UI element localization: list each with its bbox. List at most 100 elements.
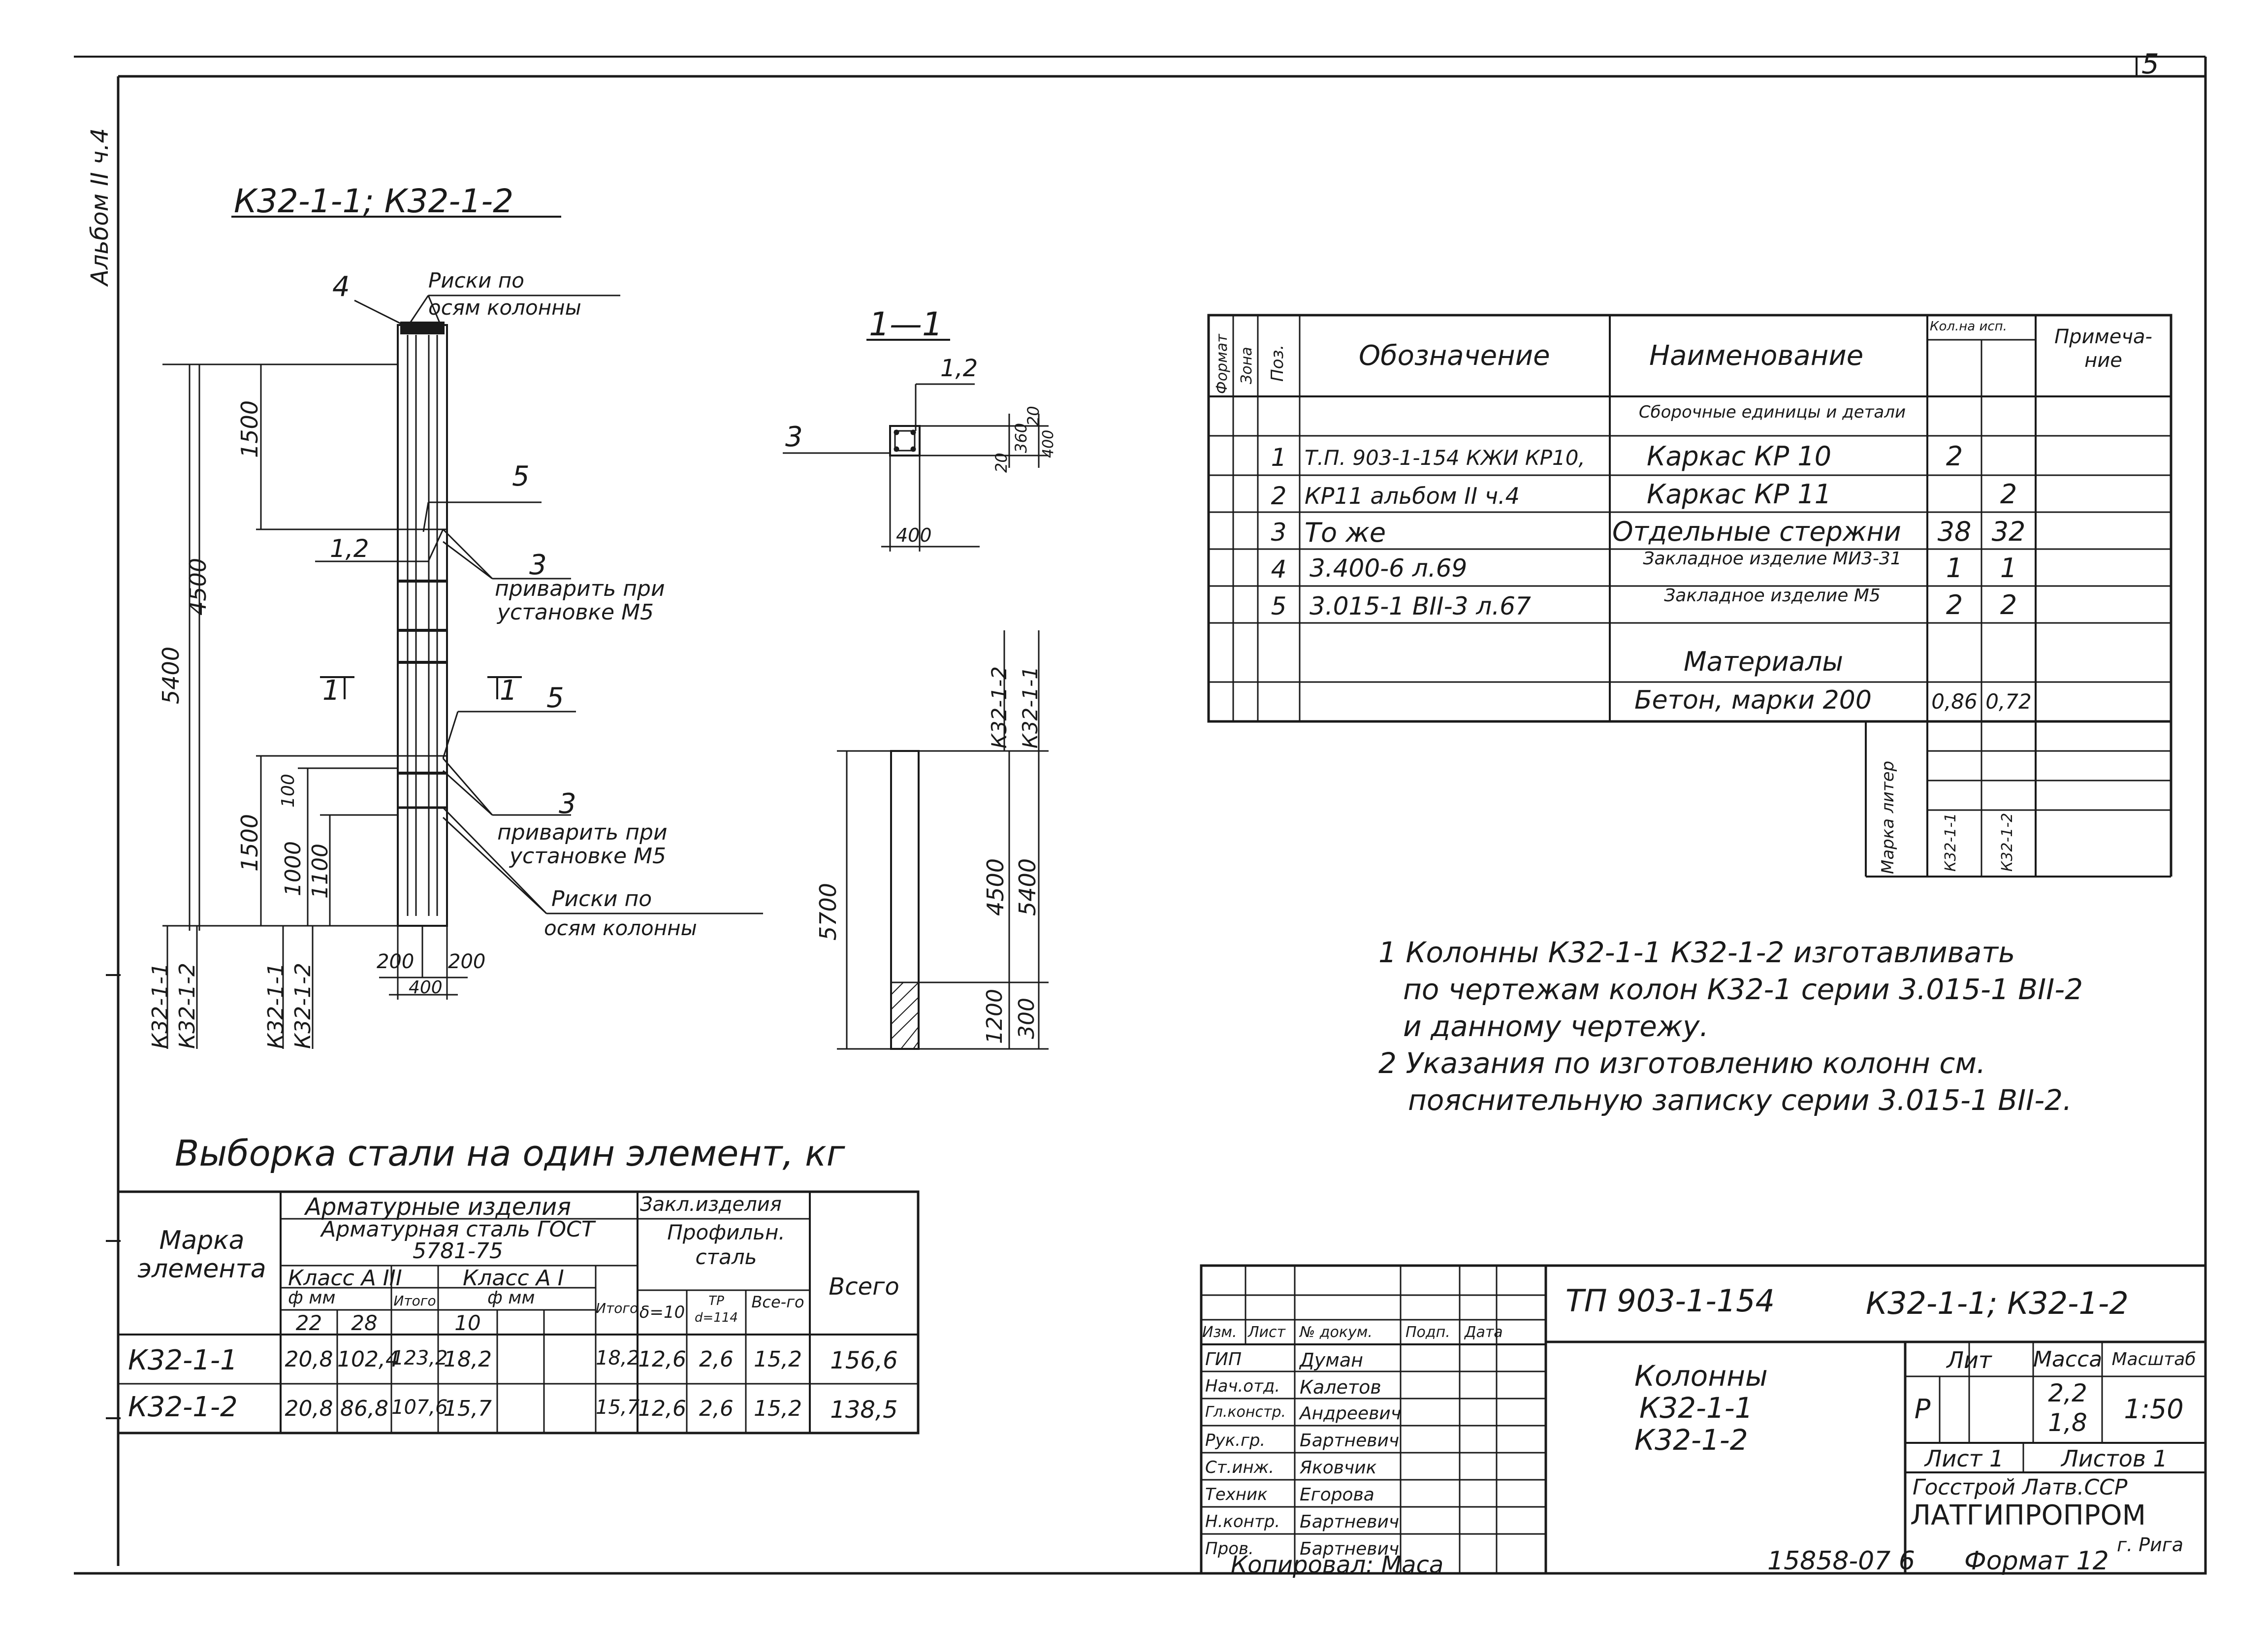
steel-h-class-a3: Класс А III <box>288 1266 402 1291</box>
spec-section-title: Сборочные единицы и детали <box>1638 402 1906 422</box>
side-dim-4500: 4500 <box>982 858 1009 916</box>
elev-mark-3-top: 3 <box>529 549 547 581</box>
tb-name-5: Яковчик <box>1300 1458 1377 1478</box>
tb-name-3: Андреевич <box>1300 1403 1402 1424</box>
spec-row-5-pos: 5 <box>1271 592 1287 620</box>
steel-h-tr: ТР d=114 <box>695 1294 738 1325</box>
spec-row-4-name: Закладное изделие МИ3-31 <box>1643 549 1902 569</box>
steel-h-22: 22 <box>295 1311 322 1335</box>
col-k3211-a: К32-1-1 <box>148 963 173 1049</box>
steel-h-itogo-2: Итого <box>596 1300 639 1316</box>
steel-h-28: 28 <box>351 1311 378 1335</box>
spec-h-format: Формат <box>1214 334 1231 394</box>
steel-h-armsteel: Арматурная сталь ГОСТ 5781-75 <box>321 1217 595 1264</box>
tb-h-lit: Лит <box>1947 1347 1992 1373</box>
tb-role-4: Рук.гр. <box>1205 1431 1266 1450</box>
section-mark-12: 1,2 <box>940 355 978 382</box>
steel-row-1-tr: 2,6 <box>699 1347 734 1372</box>
tb-role-1: ГИП <box>1205 1349 1242 1369</box>
section-dim-400-right: 400 <box>1040 429 1057 458</box>
spec-row-5-designation: 3.015-1 ВII-3 л.67 <box>1310 592 1531 620</box>
spec-row-2-pos: 2 <box>1271 482 1287 510</box>
tb-role-7: Н.контр. <box>1205 1512 1280 1531</box>
drawing-title: К32-1-1; К32-1-2 <box>234 182 514 220</box>
tb-h-ndok: № докум. <box>1300 1324 1373 1341</box>
tb-org-line-2: ЛАТГИПРОПРОМ <box>1910 1499 2146 1531</box>
dim-1000: 1000 <box>281 841 306 896</box>
spec-row-1-name: Каркас КР 10 <box>1647 441 1832 472</box>
col-k3212-a: К32-1-2 <box>175 963 200 1049</box>
side-dim-300: 300 <box>1014 998 1039 1039</box>
tb-name-line-3: К32-1-2 <box>1634 1423 1748 1457</box>
tb-name-6: Егорова <box>1300 1485 1374 1505</box>
steel-row-1-vs: 15,2 <box>754 1347 802 1372</box>
steel-row-2-vs: 15,2 <box>754 1396 802 1421</box>
tb-massa-1: 2,2 <box>2048 1379 2087 1407</box>
side-col-k3212: К32-1-2 <box>987 666 1011 749</box>
spec-row-1-pos: 1 <box>1271 443 1287 472</box>
spec-row-3-designation: То же <box>1305 517 1386 548</box>
dim-5400: 5400 <box>158 646 184 704</box>
elev-mark-12: 1,2 <box>330 534 369 563</box>
section-dim-20-bot: 20 <box>992 453 1011 473</box>
tb-role-8: Пров. <box>1205 1539 1254 1559</box>
steel-row-1-total: 156,6 <box>830 1347 898 1374</box>
steel-row-2-c22: 20,8 <box>285 1396 333 1421</box>
steel-h-d10: δ=10 <box>639 1303 685 1322</box>
spec-row-4-q1: 1 <box>1946 553 1963 584</box>
spec-row-5-q1: 2 <box>1946 589 1963 620</box>
tb-name-2: Калетов <box>1300 1376 1381 1398</box>
spec-row-4-designation: 3.400-6 л.69 <box>1310 554 1468 583</box>
elev-risk-bot-1: Риски по <box>551 886 652 912</box>
steel-h-vsego: Всего <box>829 1273 899 1301</box>
spec-row-2-q2: 2 <box>2000 479 2017 510</box>
steel-h-class-a1: Класс А I <box>463 1266 564 1291</box>
tb-h-massa: Масса <box>2033 1347 2103 1372</box>
steel-row-2-c28: 86,8 <box>340 1396 388 1421</box>
spec-concrete-q2: 0,72 <box>1985 689 2032 714</box>
tb-h-masshtab: Масштаб <box>2111 1349 2196 1369</box>
note-1-line-2: по чертежам колон К32-1 серии 3.015-1 ВI… <box>1403 973 2083 1006</box>
spec-h-pos: Поз. <box>1268 344 1287 382</box>
elev-weld-top-1: приварить при <box>495 576 665 601</box>
elev-mark-5-mid: 5 <box>546 682 564 714</box>
tb-name-7: Бартневич <box>1300 1512 1400 1532</box>
steel-h-itogo-1: Итого <box>393 1293 436 1309</box>
elev-risk-top-2: осям колонны <box>428 295 581 320</box>
col-k3212-b: К32-1-2 <box>290 963 316 1049</box>
steel-row-1-it2: 18,2 <box>596 1347 640 1369</box>
steel-row-2-d10: 12,6 <box>638 1396 686 1421</box>
footer-copied: Копировал: Маса <box>1231 1551 1444 1579</box>
dim-1100: 1100 <box>308 844 333 899</box>
steel-h-arm: Арматурные изделия <box>305 1193 572 1221</box>
steel-row-1-it1: 123,2 <box>391 1347 448 1369</box>
steel-row-2-it1: 107,6 <box>391 1396 448 1419</box>
steel-row-1-mark: К32-1-1 <box>128 1344 238 1376</box>
spec-row-5-name: Закладное изделие М5 <box>1664 586 1881 606</box>
spec-h-designation: Обозначение <box>1359 340 1550 372</box>
dim-400: 400 <box>409 977 443 998</box>
side-dim-5400: 5400 <box>1014 858 1041 916</box>
side-dim-5700: 5700 <box>815 882 841 941</box>
section-mark-3: 3 <box>785 421 803 453</box>
tb-h-data: Дата <box>1465 1324 1503 1341</box>
spec-row-1-q1: 2 <box>1946 441 1963 472</box>
tb-name-1: Думан <box>1300 1349 1363 1371</box>
page-number: 5 <box>2141 48 2159 80</box>
section-label: 1—1 <box>869 305 943 343</box>
steel-row-1-c28: 102,4 <box>337 1347 399 1372</box>
elev-risk-top-1: Риски по <box>428 268 524 293</box>
note-1-line-1: 1 Колонны К32-1-1 К32-1-2 изготавливать <box>1378 936 2015 969</box>
steel-row-2-c10: 15,7 <box>444 1396 492 1421</box>
side-dim-1200: 1200 <box>982 989 1007 1044</box>
steel-table-title: Выборка стали на один элемент, кг <box>175 1133 845 1174</box>
steel-row-2-mark: К32-1-2 <box>128 1391 238 1423</box>
elev-risk-bot-2: осям колонны <box>544 916 697 940</box>
section-mark-left: 1 <box>322 675 340 707</box>
dim-1500-bot: 1500 <box>236 814 263 872</box>
steel-row-2-total: 138,5 <box>830 1396 898 1424</box>
steel-h-phi-1: ф мм <box>288 1288 336 1308</box>
spec-h-qty: Кол.на исп. <box>1930 319 2007 334</box>
tb-lit-value: Р <box>1914 1394 1931 1425</box>
